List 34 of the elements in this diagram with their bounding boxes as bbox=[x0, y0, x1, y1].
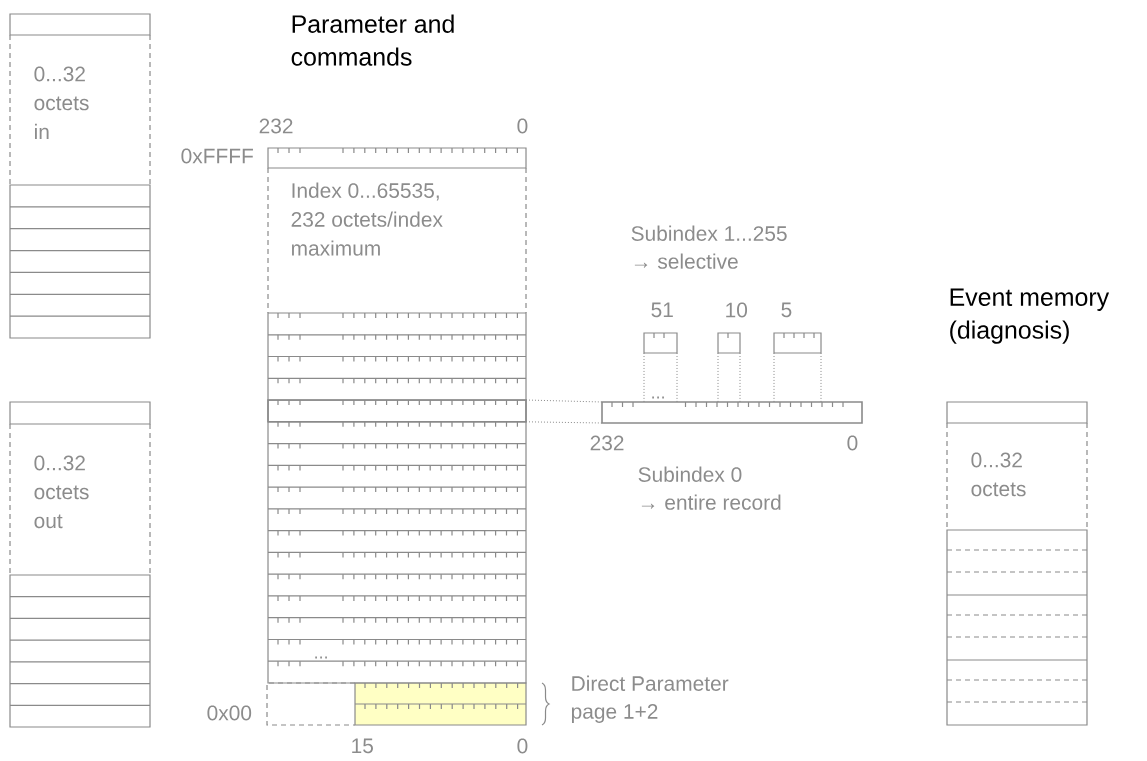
subindex-box: 10 bbox=[717, 302, 748, 354]
node-label: 0...32 octets in bbox=[34, 66, 89, 139]
note-text: Direct Parameter page 1+2 bbox=[571, 675, 729, 723]
note-text: Subindex 1...255 → selective bbox=[631, 225, 787, 269]
node-label: Event memory (diagnosis) bbox=[950, 288, 1110, 344]
axis-number: 0 bbox=[517, 738, 528, 754]
node-label: 0 bbox=[847, 435, 858, 451]
axis-number: 0 bbox=[517, 118, 528, 134]
node-label: Parameter and commands bbox=[291, 14, 454, 66]
node-label: 51 bbox=[651, 302, 673, 318]
node-label: 5 bbox=[781, 302, 792, 318]
connector-line bbox=[717, 352, 741, 403]
table-row bbox=[267, 399, 527, 423]
note-text: Subindex 0 → entire record bbox=[638, 466, 781, 510]
memory-column: Event memory (diagnosis) 0...32 octets bbox=[946, 288, 1110, 726]
record-bar: 232 0 bbox=[590, 401, 863, 451]
node-label: 0...32 octets out bbox=[34, 455, 89, 529]
connector-line bbox=[773, 352, 822, 403]
node-label: Index 0...65535, 232 octets/index maximum bbox=[291, 182, 443, 256]
node-label: 232 bbox=[590, 435, 624, 451]
ellipsis: ... bbox=[652, 396, 664, 399]
node-label: 10 bbox=[726, 302, 748, 318]
memory-column: 0...32 octets out bbox=[9, 401, 151, 728]
connector-line bbox=[525, 399, 603, 424]
node-label: 0...32 octets bbox=[971, 452, 1026, 497]
subindex-box: 5 bbox=[773, 302, 822, 354]
subindex-box: 51 bbox=[643, 302, 678, 354]
address-label: 0x00 bbox=[207, 705, 252, 721]
connector-line bbox=[643, 352, 678, 403]
address-label: 0xFFFF bbox=[181, 148, 253, 164]
memory-column: 0...32 octets in bbox=[9, 13, 151, 339]
ellipsis: ... bbox=[315, 656, 327, 659]
axis-number: 15 bbox=[352, 738, 373, 754]
axis-number: 232 bbox=[259, 118, 293, 134]
